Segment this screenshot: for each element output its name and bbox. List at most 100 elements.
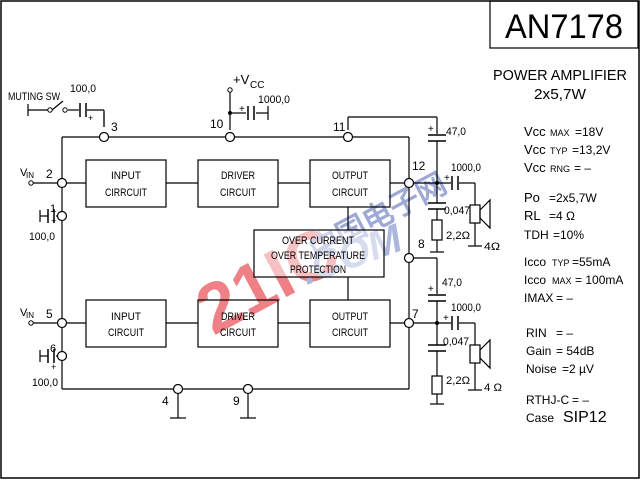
block-driver-2-line2: CIRCUIT: [220, 327, 256, 339]
spec-row: Icco MAX = 100mA: [524, 273, 623, 287]
spec-param: Noise: [526, 362, 557, 376]
ic-pins: [56, 131, 415, 395]
cap-out2-plus: +: [443, 313, 449, 324]
speaker-2-value: 4 Ω: [484, 382, 502, 394]
pin-9: [242, 383, 254, 395]
spec-param: Icco: [524, 273, 546, 287]
spec-param: Gain: [526, 344, 551, 358]
spec-sub: RNG: [550, 164, 570, 174]
pin-5: [56, 317, 68, 329]
block-driver-2: [197, 299, 279, 348]
block-driver-2-line1: DRIVER: [221, 311, 255, 323]
block-driver-1: [197, 159, 279, 208]
spec-value: = –: [556, 291, 573, 305]
block-output-1-line1: OUTPUT: [332, 170, 368, 182]
pin-label-2: 2: [46, 167, 53, 181]
spec-row: Gain = 54dB: [526, 344, 594, 358]
cap-vcc-value: 1000,0: [258, 94, 290, 106]
cap-pin1-plus: +: [51, 216, 56, 226]
cap-vcc-plus: +: [239, 104, 245, 115]
pin-label-11: 11: [333, 120, 346, 134]
spec-value: =10%: [553, 228, 584, 242]
pin-10: [224, 131, 236, 143]
pin-label-10: 10: [210, 117, 224, 131]
spec-param: Vcc: [524, 160, 546, 175]
block-protection-line3: PROTECTION: [290, 264, 346, 276]
pin-label-5: 5: [46, 307, 53, 321]
switch-contact: [62, 107, 68, 113]
block-output-2: [309, 299, 391, 348]
speaker-1: [469, 198, 491, 230]
spec-value: =55mA: [572, 255, 610, 269]
block-input-1: [85, 159, 167, 208]
terminals: [28, 87, 233, 326]
spec-row: RIN = –: [526, 326, 573, 340]
spec-row: Case SIP12: [526, 409, 607, 426]
vin1-terminal[interactable]: [28, 180, 34, 186]
cap-snub1-value: 0,047: [444, 205, 470, 217]
vcc-label-sub: CC: [250, 80, 264, 91]
vcc-terminal[interactable]: [227, 87, 233, 93]
block-driver-1-line2: CIRCUIT: [220, 187, 256, 199]
resistor-snub2: [431, 375, 443, 395]
block-output-2-line2: CIRCUIT: [332, 327, 368, 339]
junction-dots: [228, 111, 439, 325]
cap-pin6-value: 100,0: [32, 377, 58, 389]
cap-pin6-plus: +: [51, 362, 56, 372]
spec-row: Vcc MAX =18V: [524, 124, 603, 139]
pin-7: [403, 317, 415, 329]
pin-8: [403, 252, 415, 264]
pin-3: [98, 131, 110, 143]
vin2-terminal[interactable]: [28, 320, 34, 326]
resistor-snub1-value: 2,2Ω: [446, 230, 470, 242]
cap-mute-plus: +: [88, 113, 93, 123]
spec-param: Vcc: [524, 124, 546, 139]
spec-param: TDH: [524, 228, 549, 242]
cap-out1-plus: +: [444, 173, 450, 184]
speaker-2: [469, 338, 491, 370]
block-output-1: [309, 159, 391, 208]
pin-6: [56, 350, 68, 362]
spec-value: = 100mA: [575, 273, 623, 287]
pin-label-8: 8: [418, 237, 425, 251]
cap-out2-value: 1000,0: [451, 302, 481, 314]
spec-sub: MAX: [550, 128, 570, 138]
spec-value: =2 µV: [562, 362, 594, 376]
spec-value: =4 Ω: [549, 209, 575, 223]
part-number: AN7178: [505, 8, 623, 46]
spec-row: TDH =10%: [524, 228, 584, 242]
pin-label-9: 9: [233, 394, 240, 408]
pin-1: [56, 210, 68, 222]
spec-sub: MAX: [552, 276, 572, 286]
switch-contact: [47, 107, 53, 113]
block-output-1-line2: CIRCUIT: [332, 187, 368, 199]
spec-value: = –: [556, 326, 573, 340]
spec-row: Po =2x5,7W: [524, 190, 597, 205]
vin1-label: V: [20, 167, 28, 179]
cap-boot2-plus: +: [428, 284, 434, 295]
capacitors: [47, 103, 459, 363]
pin-label-1: 1: [50, 203, 56, 215]
spec-param: RIN: [526, 326, 547, 340]
spec-param: Case: [526, 411, 554, 425]
spec-row: RL =4 Ω: [524, 208, 575, 223]
rating-title: 2x5,7W: [534, 86, 587, 103]
title-box: [489, 0, 639, 49]
block-output-2-line1: OUTPUT: [332, 311, 368, 323]
cap-mute-value: 100,0: [70, 83, 96, 95]
block-input-1-line2: CIRRCUIT: [105, 187, 147, 199]
cap-boot2-value: 47,0: [442, 277, 462, 289]
cap-out1-value: 1000,0: [451, 162, 481, 174]
spec-row: Noise =2 µV: [526, 362, 594, 376]
spec-row: Icco TYP =55mA: [524, 255, 610, 269]
spec-row: Vcc RNG = –: [524, 160, 591, 175]
block-input-2: [85, 299, 167, 348]
pin-label-4: 4: [162, 394, 169, 408]
spec-value: =2x5,7W: [549, 191, 597, 205]
vcc-label: +V: [233, 72, 250, 87]
spec-value: = –: [572, 393, 589, 407]
block-protection-line1: OVER CURRENT: [282, 235, 354, 247]
block-input-1-line1: INPUT: [111, 170, 141, 182]
